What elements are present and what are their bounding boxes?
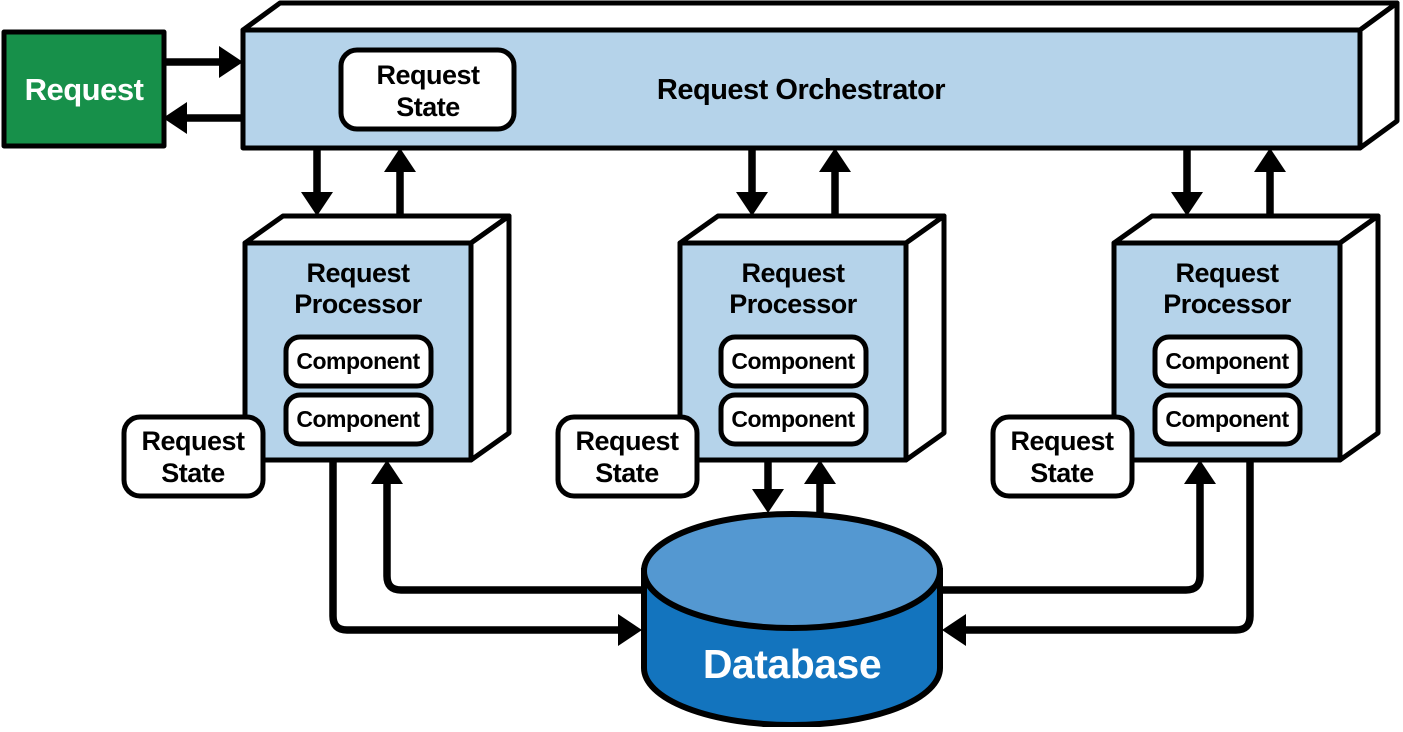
database-top <box>641 511 943 631</box>
arrow-processor-3-to-database <box>964 460 1254 634</box>
request-state-1-box: Request State <box>121 414 266 499</box>
processor-1-component-2-box <box>283 392 434 447</box>
processor-2-title-line2: Processor <box>729 289 858 319</box>
processor-1-right-face <box>468 213 512 463</box>
request-processor-3: Request Processor Component Component <box>1111 213 1381 463</box>
arrow-processor-1-to-database <box>329 460 620 634</box>
processor-2-component-1-box <box>718 334 869 389</box>
processor-3-component-1-box <box>1152 334 1303 389</box>
processor-2-component-2-label: Component <box>731 406 855 432</box>
arrowhead-request-to-orchestrator <box>219 46 243 78</box>
processor-1-component-1-label: Component <box>296 348 420 374</box>
request-processor-1: Request Processor Component Component <box>242 213 512 463</box>
processor-1-component-1-box <box>283 334 434 389</box>
processor-3-component-2-box <box>1152 392 1303 447</box>
request-label: Request <box>25 72 144 107</box>
arrowhead-processor-1-to-database <box>618 614 642 646</box>
request-state-1-line1: Request <box>141 426 245 456</box>
processor-3-component-1-label: Component <box>1165 348 1289 374</box>
processor-2-component-2-box <box>718 392 869 447</box>
request-orchestrator-box: Request Orchestrator Request State <box>240 0 1400 151</box>
processor-1-component-2-label: Component <box>296 406 420 432</box>
arrowhead-orchestrator-to-processor-1 <box>301 192 333 216</box>
processor-3-title-line1: Request <box>1175 258 1279 288</box>
connectors <box>163 46 1286 646</box>
processor-3-title-line2: Processor <box>1163 289 1292 319</box>
request-state-2-rect <box>555 414 700 499</box>
request-state-3-rect <box>990 414 1135 499</box>
processor-1-title-line1: Request <box>306 258 410 288</box>
arrowhead-processor-3-to-database <box>942 614 966 646</box>
request-box: Request <box>1 29 167 149</box>
orchestrator-request-state-box <box>338 47 517 132</box>
request-processor-2: Request Processor Component Component <box>677 213 947 463</box>
processor-2-title-line1: Request <box>741 258 845 288</box>
processor-3-component-2-label: Component <box>1165 406 1289 432</box>
orchestrator-request-state-line2: State <box>396 92 460 122</box>
arrowhead-orchestrator-to-processor-3 <box>1171 192 1203 216</box>
request-state-2-box: Request State <box>555 414 700 499</box>
arrowhead-processor-3-to-orchestrator <box>1254 148 1286 172</box>
processor-1-top-face <box>242 213 512 246</box>
processor-3-right-face <box>1337 213 1381 463</box>
processor-2-top-face <box>677 213 947 246</box>
processor-2-right-face <box>903 213 947 463</box>
arrowhead-database-to-processor-3 <box>1184 460 1216 484</box>
request-state-3-box: Request State <box>990 414 1135 499</box>
database-cylinder: Database <box>641 511 943 728</box>
request-state-3-line1: Request <box>1010 426 1114 456</box>
request-state-2-line1: Request <box>575 426 679 456</box>
arrow-database-to-processor-3 <box>936 482 1204 594</box>
database-label: Database <box>703 641 881 687</box>
arrowhead-orchestrator-to-processor-2 <box>736 192 768 216</box>
processor-1-title-line2: Processor <box>294 289 423 319</box>
orchestrator-top-face <box>240 0 1400 33</box>
arrowhead-processor-2-to-orchestrator <box>819 148 851 172</box>
orchestrator-right-face <box>1357 0 1400 151</box>
request-state-2-line2: State <box>595 458 659 488</box>
request-rect <box>1 29 167 149</box>
arrowhead-database-to-processor-2 <box>804 460 836 484</box>
orchestrator-request-state-line1: Request <box>376 60 480 90</box>
arrowhead-processor-2-to-database <box>752 489 784 513</box>
arrowhead-orchestrator-to-request <box>163 102 187 134</box>
arrow-database-to-processor-1 <box>383 482 648 594</box>
arrowhead-processor-1-to-orchestrator <box>384 148 416 172</box>
processor-3-top-face <box>1111 213 1381 246</box>
request-state-3-line2: State <box>1030 458 1094 488</box>
arrowhead-database-to-processor-1 <box>371 460 403 484</box>
request-state-1-line2: State <box>161 458 225 488</box>
processor-2-component-1-label: Component <box>731 348 855 374</box>
request-state-1-rect <box>121 414 266 499</box>
orchestrator-label: Request Orchestrator <box>657 74 945 106</box>
